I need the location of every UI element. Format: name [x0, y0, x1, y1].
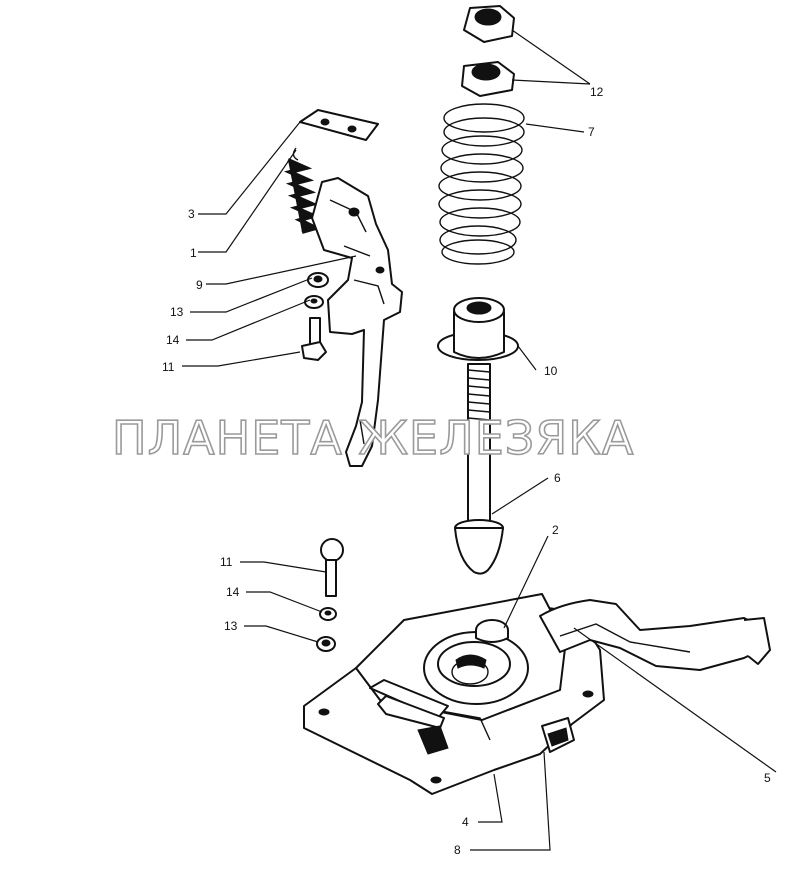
hex-nut-upper [463, 5, 515, 43]
mounting-bracket [541, 717, 575, 753]
callout-labels: 12 7 3 1 9 13 14 11 10 6 2 11 14 13 5 4 … [162, 85, 771, 857]
watermark-text: ПЛАНЕТА ЖЕЛЕЗЯКА [112, 411, 634, 465]
small-plate [299, 109, 379, 141]
pin [475, 619, 509, 643]
callout-5: 5 [764, 771, 771, 785]
callout-4: 4 [462, 815, 469, 829]
leader-lines [182, 29, 777, 851]
bolt-upper [301, 317, 327, 361]
washer-upper [307, 272, 329, 288]
callout-14-upper: 14 [166, 333, 180, 347]
lock-washer-upper [304, 295, 324, 309]
callout-14-lower: 14 [226, 585, 240, 599]
callout-1: 1 [190, 246, 197, 260]
callout-13-upper: 13 [170, 305, 184, 319]
callout-13-lower: 13 [224, 619, 238, 633]
callout-11-upper: 11 [162, 360, 175, 374]
central-boss [423, 631, 529, 705]
callout-2: 2 [552, 523, 559, 537]
bushing [437, 297, 519, 361]
callout-8: 8 [454, 843, 461, 857]
callout-7: 7 [588, 125, 595, 139]
callout-3: 3 [188, 207, 195, 221]
tension-spring [283, 147, 322, 234]
washer-lower [316, 636, 336, 652]
callout-9: 9 [196, 278, 203, 292]
lock-washer-lower [319, 607, 337, 621]
hex-nut-lower [461, 61, 515, 97]
long-bolt [454, 363, 504, 575]
callout-6: 6 [554, 471, 561, 485]
latch-arm [311, 177, 403, 467]
callout-10: 10 [544, 364, 558, 378]
slider-slot [369, 679, 449, 755]
lever [539, 599, 771, 671]
callout-11-lower: 11 [220, 555, 233, 569]
coil-spring [438, 103, 525, 265]
bolt-lower [320, 538, 344, 597]
callout-12: 12 [590, 85, 604, 99]
